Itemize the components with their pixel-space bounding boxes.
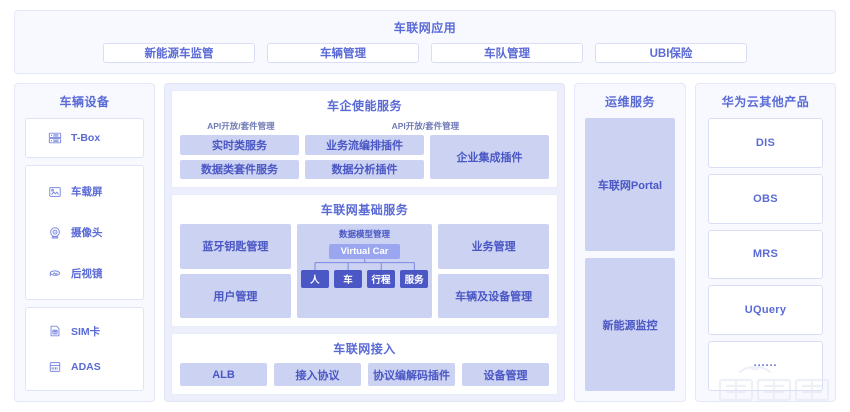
basic-services-card: 车联网基础服务 蓝牙钥匙管理 用户管理 数据模型管理 Virtual Car bbox=[171, 194, 558, 327]
app-button-new-energy-supervision[interactable]: 新能源车监管 bbox=[103, 43, 255, 63]
device-item-tbox[interactable]: T-Box bbox=[26, 131, 143, 145]
other-products-list: DIS OBS MRS UQuery ······ bbox=[708, 118, 823, 391]
vehicle-devices-title: 车辆设备 bbox=[59, 95, 110, 109]
enabling-sublabel-right: API开放/套件管理 bbox=[391, 121, 460, 131]
product-button-more[interactable]: ······ bbox=[708, 341, 823, 391]
enabling-sublabel-left: API开放/套件管理 bbox=[207, 121, 275, 131]
product-button-obs[interactable]: OBS bbox=[708, 173, 823, 224]
basic-grid: 蓝牙钥匙管理 用户管理 数据模型管理 Virtual Car 人 bbox=[180, 224, 549, 318]
leaf-trip[interactable]: 行程 bbox=[367, 270, 396, 288]
server-icon bbox=[48, 131, 62, 145]
tile-new-energy-monitoring[interactable]: 新能源监控 bbox=[585, 258, 675, 391]
platform-stack: 车企使能服务 API开放/套件管理 API开放/套件管理 实时类服务 数据类套件… bbox=[164, 83, 565, 402]
tile-user-management[interactable]: 用户管理 bbox=[180, 273, 291, 318]
applications-title: 车联网应用 bbox=[393, 21, 457, 35]
data-model-title: 数据模型管理 bbox=[338, 229, 390, 239]
device-label-display-screen: 车载屏 bbox=[71, 186, 103, 198]
enabling-column-3: 企业集成插件 bbox=[430, 135, 549, 179]
app-button-vehicle-management[interactable]: 车辆管理 bbox=[267, 43, 419, 63]
basic-right-column: 业务管理 车辆及设备管理 bbox=[438, 224, 549, 318]
product-button-uquery[interactable]: UQuery bbox=[708, 285, 823, 336]
tile-alb[interactable]: ALB bbox=[180, 363, 267, 386]
tile-workflow-orchestration-plugin[interactable]: 业务流编排插件 bbox=[305, 135, 424, 155]
camera-icon bbox=[48, 226, 62, 240]
body-row: 车辆设备 bbox=[14, 83, 836, 402]
tile-vehicle-device-management[interactable]: 车辆及设备管理 bbox=[438, 273, 549, 318]
device-item-sim-card[interactable]: SIM卡 bbox=[26, 324, 143, 339]
device-group-cabin: 车载屏 摄像头 bbox=[25, 165, 144, 300]
enabling-sublabels: API开放/套件管理 API开放/套件管理 bbox=[180, 120, 549, 132]
enabling-grid: 实时类服务 数据类套件服务 业务流编排插件 数据分析插件 企业集成插件 bbox=[180, 135, 549, 179]
leaf-person[interactable]: 人 bbox=[300, 270, 329, 288]
app-button-ubi-insurance[interactable]: UBI保险 bbox=[595, 43, 747, 63]
app-button-fleet-management[interactable]: 车队管理 bbox=[431, 43, 583, 63]
data-model-management-box: 数据模型管理 Virtual Car 人 车 行程 服务 bbox=[296, 224, 433, 318]
tree-connector bbox=[301, 259, 428, 270]
tile-realtime-service[interactable]: 实时类服务 bbox=[180, 135, 299, 155]
tile-data-suite-service[interactable]: 数据类套件服务 bbox=[180, 159, 299, 179]
vehicle-devices-panel: 车辆设备 bbox=[14, 83, 155, 402]
device-group-modules: SIM卡 ADA bbox=[25, 307, 144, 391]
product-button-mrs[interactable]: MRS bbox=[708, 229, 823, 280]
device-label-rearview-mirror: 后视镜 bbox=[71, 268, 103, 280]
product-button-dis[interactable]: DIS bbox=[708, 118, 823, 168]
sim-card-icon bbox=[48, 324, 62, 338]
other-products-title: 华为云其他产品 bbox=[721, 95, 810, 109]
adas-module-icon bbox=[48, 360, 62, 374]
tile-protocol-codec-plugin[interactable]: 协议编解码插件 bbox=[368, 363, 455, 386]
tile-iov-portal[interactable]: 车联网Portal bbox=[585, 118, 675, 251]
data-model-leaves: 人 车 行程 服务 bbox=[300, 270, 429, 288]
applications-panel: 车联网应用 新能源车监管 车辆管理 车队管理 UBI保险 bbox=[14, 10, 836, 74]
leaf-service[interactable]: 服务 bbox=[400, 270, 429, 288]
tile-bluetooth-key-management[interactable]: 蓝牙钥匙管理 bbox=[180, 224, 291, 269]
device-item-camera[interactable]: 摄像头 bbox=[26, 225, 143, 240]
display-screen-icon bbox=[48, 185, 62, 199]
tile-device-management[interactable]: 设备管理 bbox=[462, 363, 549, 386]
device-item-display-screen[interactable]: 车载屏 bbox=[26, 184, 143, 199]
tile-enterprise-integration-plugin[interactable]: 企业集成插件 bbox=[430, 135, 549, 179]
enabling-services-title: 车企使能服务 bbox=[326, 99, 402, 113]
device-label-camera: 摄像头 bbox=[71, 227, 103, 239]
ops-tiles: 车联网Portal 新能源监控 bbox=[585, 118, 675, 391]
device-label-adas: ADAS bbox=[71, 361, 101, 374]
basic-left-column: 蓝牙钥匙管理 用户管理 bbox=[180, 224, 291, 318]
enabling-column-2: 业务流编排插件 数据分析插件 bbox=[305, 135, 424, 179]
device-item-rearview-mirror[interactable]: 后视镜 bbox=[26, 266, 143, 281]
access-grid: ALB 接入协议 协议编解码插件 设备管理 bbox=[180, 363, 549, 386]
device-label-sim-card: SIM卡 bbox=[71, 325, 101, 338]
enabling-services-card: 车企使能服务 API开放/套件管理 API开放/套件管理 实时类服务 数据类套件… bbox=[171, 90, 558, 188]
basic-services-title: 车联网基础服务 bbox=[320, 203, 409, 217]
device-label-tbox: T-Box bbox=[71, 132, 101, 144]
ops-services-panel: 运维服务 车联网Portal 新能源监控 bbox=[574, 83, 686, 402]
device-groups: T-Box 车载屏 bbox=[25, 118, 144, 391]
tile-business-management[interactable]: 业务管理 bbox=[438, 224, 549, 269]
ops-services-title: 运维服务 bbox=[604, 95, 655, 109]
device-item-adas[interactable]: ADAS bbox=[26, 360, 143, 374]
tile-access-protocol[interactable]: 接入协议 bbox=[274, 363, 361, 386]
other-products-panel: 华为云其他产品 DIS OBS MRS UQuery ······ bbox=[695, 83, 836, 402]
virtual-car-root-node[interactable]: Virtual Car bbox=[328, 244, 401, 259]
access-layer-title: 车联网接入 bbox=[333, 342, 396, 356]
applications-row: 新能源车监管 车辆管理 车队管理 UBI保险 bbox=[25, 43, 825, 63]
rearview-mirror-icon bbox=[48, 267, 62, 281]
enabling-column-1: 实时类服务 数据类套件服务 bbox=[180, 135, 299, 179]
tile-data-analytics-plugin[interactable]: 数据分析插件 bbox=[305, 159, 424, 179]
device-group-telematics: T-Box bbox=[25, 118, 144, 158]
leaf-vehicle[interactable]: 车 bbox=[333, 270, 362, 288]
access-layer-card: 车联网接入 ALB 接入协议 协议编解码插件 设备管理 bbox=[171, 333, 558, 395]
